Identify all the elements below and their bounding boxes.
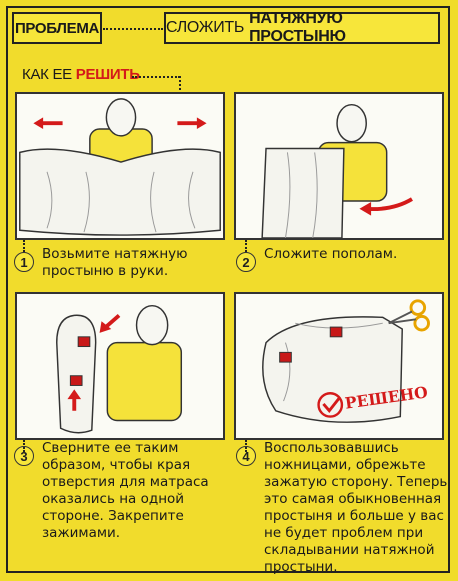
scissors-icon [388,299,430,332]
step-4-text: Воспользовавшись ножницами, обрежьте заж… [264,440,448,575]
step-3-number: 3 [14,446,34,466]
step-1-text: Возьмите натяжную простыню в руки. [42,246,188,279]
step-1-illustration [15,92,225,240]
step-3: 3 Сверните ее таким образом, чтобы края … [14,440,224,542]
how-to-prefix: КАК ЕЕ [22,66,72,83]
step-2: 2 Сложите пополам. [236,246,446,272]
title-bold-text: НАТЯЖНУЮ ПРОСТЫНЮ [249,10,346,45]
step-3-connector [23,440,25,452]
step-3-illustration [15,292,225,440]
step-4: 4 Воспользовавшись ножницами, обрежьте з… [236,440,448,576]
header-connector [103,28,163,30]
how-to-heading: КАК ЕЕ РЕШИТЬ [22,66,140,83]
howto-connector [132,76,180,78]
step-2-number: 2 [236,252,256,272]
step-2-text: Сложите пополам. [264,246,398,262]
cutting-sheet-image: РЕШЕНО [262,299,430,423]
step-4-connector [245,440,247,452]
howto-connector-down [179,76,181,90]
how-to-highlight: РЕШИТЬ [75,66,140,83]
problem-label-text: ПРОБЛЕМА [14,19,100,37]
step-2-illustration [234,92,444,240]
person-folding-sheet-image [261,103,413,238]
person-clipping-sheet-image [56,304,183,434]
checkmark-icon [317,392,344,418]
step-4-illustration: РЕШЕНО [234,292,444,440]
step-1-number: 1 [14,252,34,272]
title-label: СЛОЖИТЬ НАТЯЖНУЮ ПРОСТЫНЮ [164,10,440,45]
person-holding-sheet-image [19,98,221,236]
problem-label: ПРОБЛЕМА [12,12,102,44]
step-1: 1 Возьмите натяжную простыню в руки. [14,246,224,280]
step-2-connector [245,240,247,252]
title-normal-text: СЛОЖИТЬ [166,19,245,36]
step-1-connector [23,240,25,252]
step-3-text: Сверните ее таким образом, чтобы края от… [42,440,209,541]
